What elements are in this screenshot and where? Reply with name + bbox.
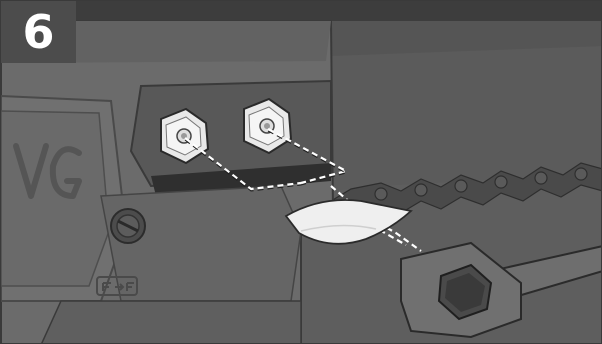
guide-bar	[331, 21, 601, 191]
fastening-nut-right	[243, 97, 293, 155]
tension-screw	[110, 208, 146, 244]
embossed-socket-marking	[96, 276, 138, 296]
step-number-badge: 6	[1, 1, 76, 63]
sprocket-cover-housing	[1, 20, 335, 343]
fastening-nut-left	[160, 107, 210, 165]
combination-wrench	[400, 241, 601, 339]
top-band	[1, 1, 601, 21]
paper-flap	[284, 199, 413, 245]
step-number: 6	[22, 5, 55, 59]
embossed-brand-lettering	[13, 143, 82, 199]
